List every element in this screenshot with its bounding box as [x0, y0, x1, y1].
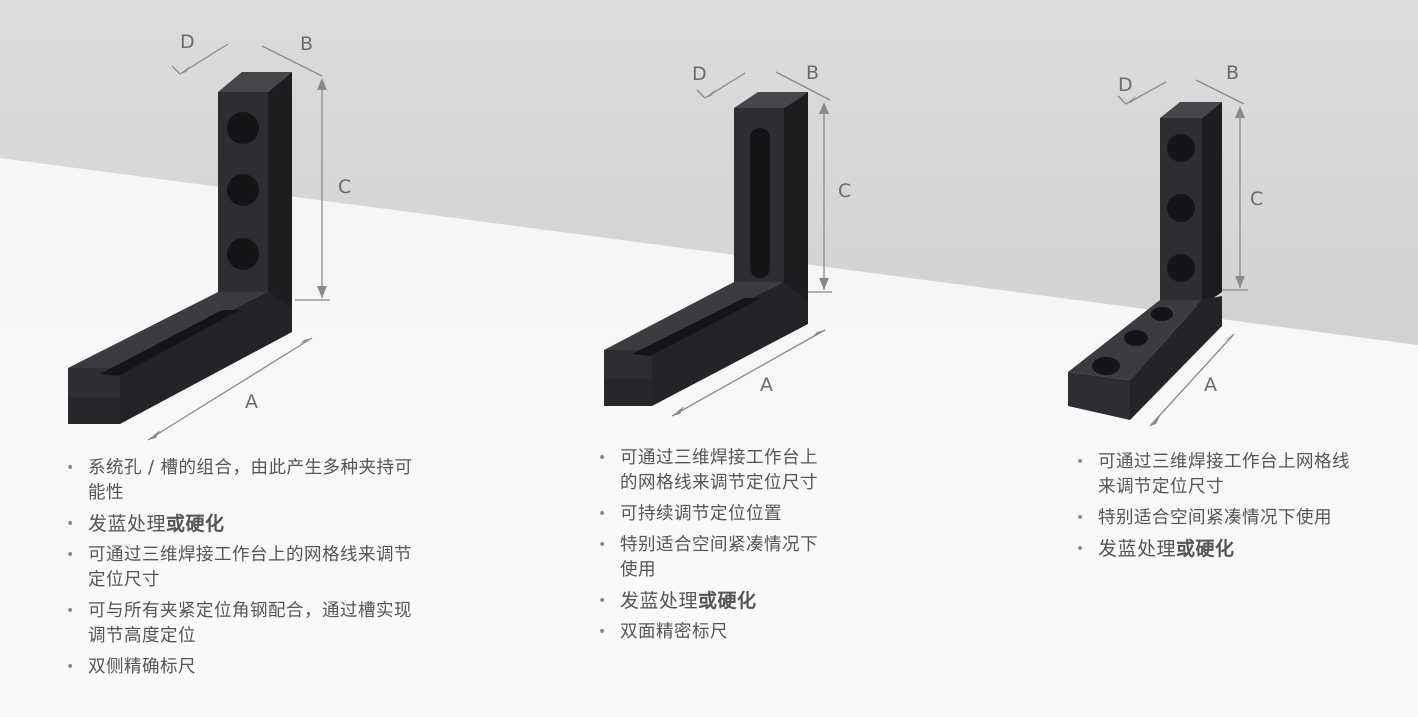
bracket-1-image: [68, 43, 330, 441]
dim-label-a: A: [1204, 374, 1217, 396]
feature-item: 发蓝处理或硬化: [66, 512, 426, 537]
feature-item: 特别适合空间紧凑情况下使用: [1076, 506, 1356, 531]
feature-list: 系统孔 / 槽的组合，由此产生多种夹持可能性 发蓝处理或硬化 可通过三维焊接工作…: [66, 456, 426, 686]
feature-item: 双侧精确标尺: [66, 655, 426, 680]
feature-item: 发蓝处理或硬化: [1076, 537, 1356, 562]
bracket-2-image: [604, 71, 832, 417]
feature-item: 可持续调节定位位置: [598, 502, 834, 527]
dim-label-c: C: [338, 176, 352, 198]
feature-item: 系统孔 / 槽的组合，由此产生多种夹持可能性: [66, 456, 426, 506]
dim-label-b: B: [300, 33, 314, 55]
feature-item: 双面精密标尺: [598, 620, 834, 645]
feature-item: 可与所有夹紧定位角钢配合，通过槽实现调节高度定位: [66, 599, 426, 649]
feature-item: 可通过三维焊接工作台上网格线来调节定位尺寸: [1076, 450, 1356, 500]
feature-list: 可通过三维焊接工作台上网格线来调节定位尺寸 特别适合空间紧凑情况下使用 发蓝处理…: [1076, 450, 1356, 568]
dim-label-d: D: [1118, 74, 1133, 96]
feature-item: 可通过三维焊接工作台上的网格线来调节定位尺寸: [598, 446, 834, 496]
dim-label-b: B: [806, 62, 820, 84]
dim-label-b: B: [1226, 62, 1240, 84]
dim-label-d: D: [180, 31, 195, 53]
dim-label-a: A: [245, 391, 258, 413]
feature-item: 可通过三维焊接工作台上的网格线来调节定位尺寸: [66, 543, 426, 593]
feature-list: 可通过三维焊接工作台上的网格线来调节定位尺寸 可持续调节定位位置 特别适合空间紧…: [598, 446, 834, 651]
dim-label-c: C: [1250, 188, 1264, 210]
dim-label-c: C: [838, 180, 852, 202]
feature-item: 发蓝处理或硬化: [598, 589, 834, 614]
dim-label-d: D: [692, 63, 707, 85]
feature-item: 特别适合空间紧凑情况下使用: [598, 533, 834, 583]
dim-label-a: A: [760, 374, 773, 396]
bracket-3-image: [1068, 79, 1248, 427]
